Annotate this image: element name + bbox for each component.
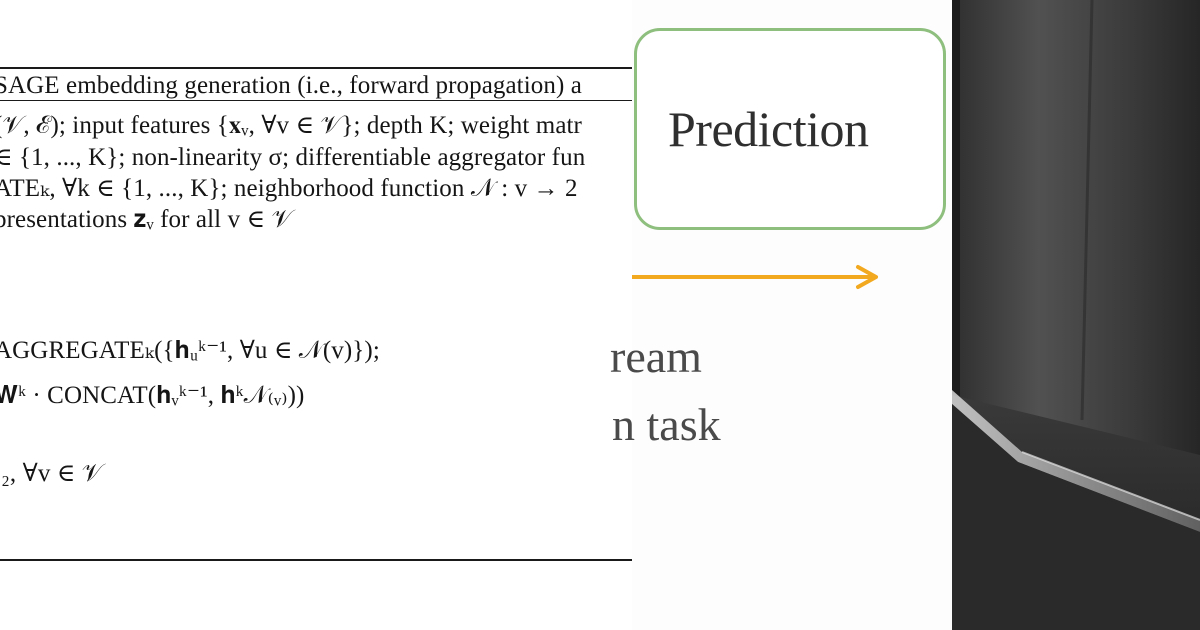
- algorithm-line-step-1: ;: [0, 244, 1, 272]
- arrow-right-icon: [632, 265, 878, 289]
- algorithm-line-neighborhood: ATEₖ, ∀k ∈ {1, ..., K}; neighborhood fun…: [0, 175, 578, 202]
- dark-photo-panel: [952, 0, 1200, 630]
- dark-photo-image: [952, 0, 1200, 630]
- prediction-box: [634, 28, 946, 230]
- slide-text-line-2: n task: [612, 399, 721, 450]
- algorithm-top-rule: [0, 67, 632, 69]
- algorithm-line-nonlinearity: ∈ {1, ..., K}; non-linearity σ; differen…: [0, 144, 586, 171]
- algorithm-line-output: presentations 𝐳ᵥ for all v ∈ 𝒱: [0, 206, 293, 233]
- algorithm-header-rule: [0, 100, 632, 101]
- prediction-label: Prediction: [668, 101, 869, 157]
- algorithm-line-normalize: ‖₂, ∀v ∈ 𝒱: [0, 460, 103, 487]
- algorithm-line-input: (𝒱, ℰ); input features {𝐱ᵥ, ∀v ∈ 𝒱}; dep…: [0, 112, 582, 139]
- algorithm-line-aggregate: AGGREGATEₖ({𝐡ᵤᵏ⁻¹, ∀u ∈ 𝒩(v)});: [0, 337, 380, 364]
- algorithm-header: SAGE embedding generation (i.e., forward…: [0, 72, 582, 99]
- algorithm-line-concat: 𝐖ᵏ · CONCAT(𝐡ᵥᵏ⁻¹, 𝐡ᵏ𝒩₍ᵥ₎)): [0, 382, 305, 409]
- algorithm-bottom-rule: [0, 559, 632, 561]
- algorithm-panel: SAGE embedding generation (i.e., forward…: [0, 67, 632, 561]
- slide-text-line-1: ream: [610, 331, 702, 382]
